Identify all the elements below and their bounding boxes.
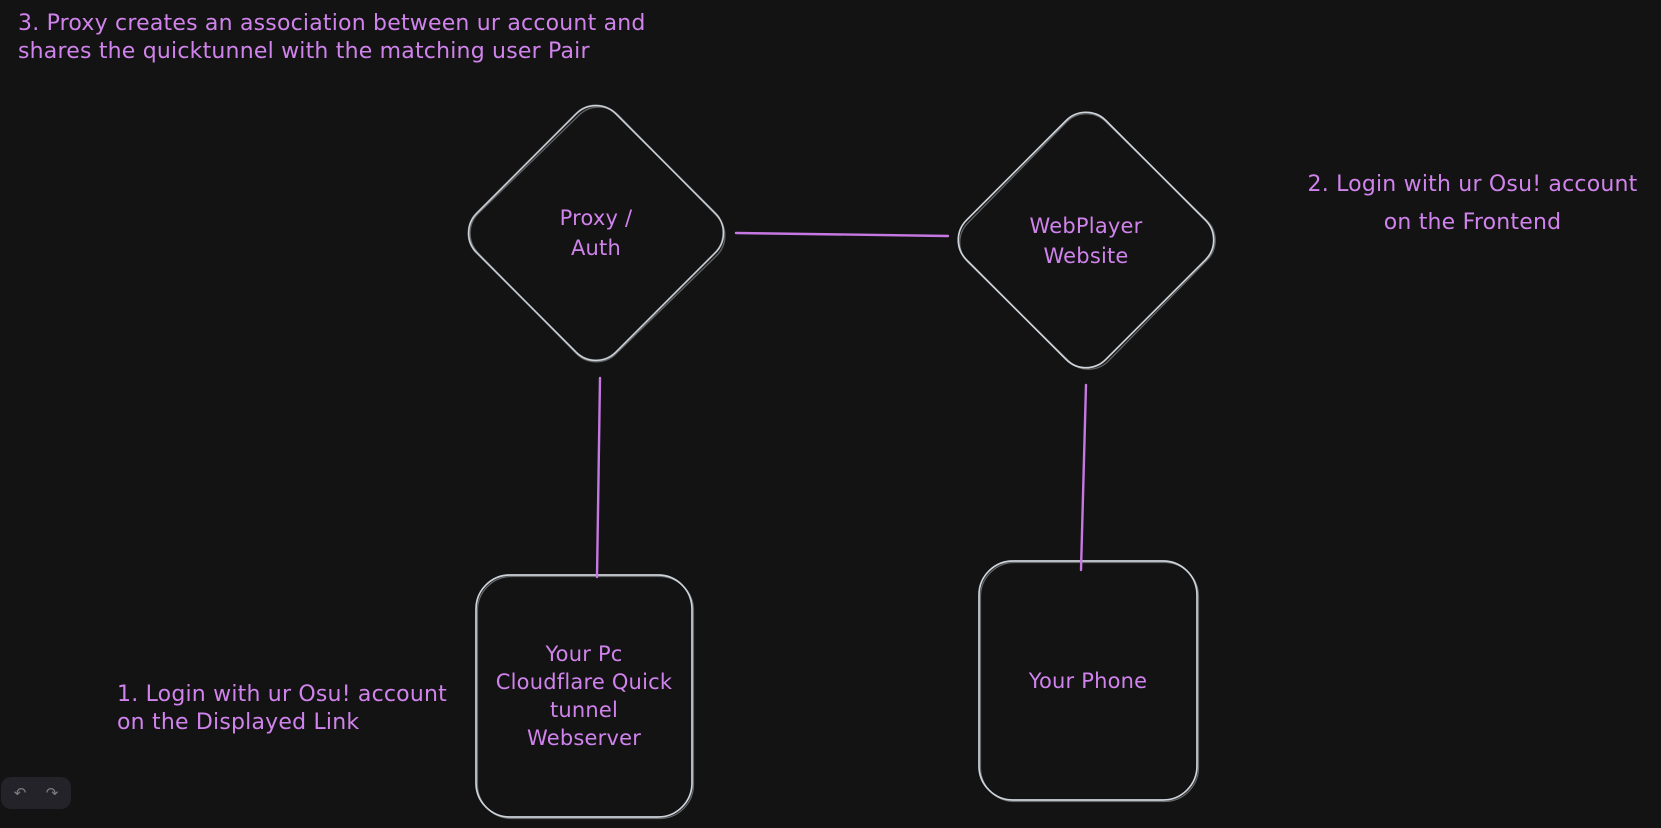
annotation-step-3[interactable]: 3. Proxy creates an association between … <box>18 11 646 64</box>
undo-icon: ↶ <box>13 784 27 802</box>
redo-button[interactable]: ↷ <box>39 781 65 805</box>
connector-proxy-pc[interactable] <box>595 376 602 579</box>
annotation-step-2[interactable]: 2. Login with ur Osu! account on the Fro… <box>1307 172 1638 235</box>
annotation-step-1[interactable]: 1. Login with ur Osu! account on the Dis… <box>117 682 447 735</box>
phone-rect-ghost <box>979 561 1200 803</box>
connector-proxy-webplayer[interactable] <box>734 231 950 238</box>
proxy-auth-diamond[interactable] <box>457 94 735 372</box>
pc-rect-ghost <box>476 575 695 820</box>
redo-icon: ↷ <box>45 784 59 802</box>
connector-webplayer-phone[interactable] <box>1079 383 1088 572</box>
webplayer-diamond[interactable] <box>947 101 1226 380</box>
webplayer-diamond-ghost <box>959 113 1216 370</box>
undo-redo-toolbar: ↶ ↷ <box>1 777 71 809</box>
pc-rect[interactable] <box>475 574 693 818</box>
undo-button[interactable]: ↶ <box>7 781 33 805</box>
phone-rect[interactable] <box>978 560 1198 801</box>
proxy-auth-diamond-ghost <box>469 106 726 363</box>
